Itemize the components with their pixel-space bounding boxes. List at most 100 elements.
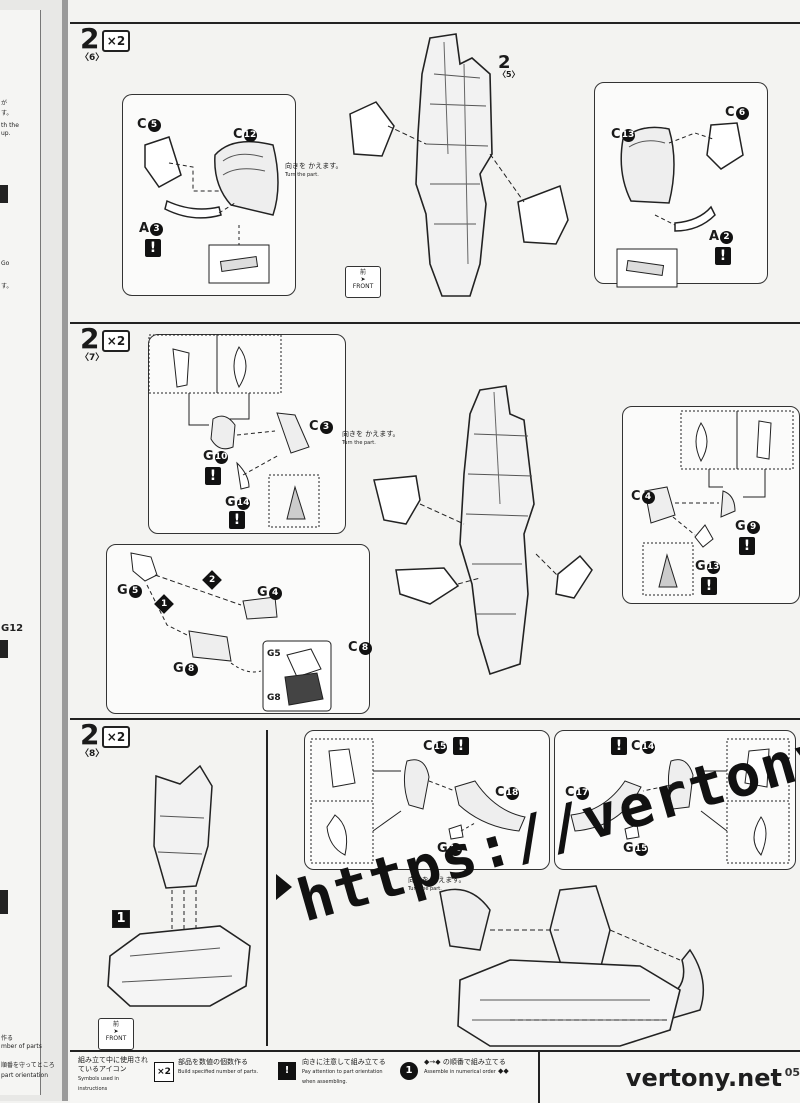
turn-note-en: Turn the part. (342, 440, 376, 446)
part-number: 15 (634, 843, 648, 856)
part-letter: A (139, 221, 150, 236)
part-label-c18: C18 (495, 785, 519, 800)
part-letter: C (233, 127, 243, 142)
legend-warn-en: Pay attention to part orientation when a… (302, 1069, 383, 1085)
legend-title-en: Symbols used in instructions (78, 1076, 119, 1092)
part-number: 16 (448, 843, 462, 856)
gutter-part-label: G12 (1, 623, 24, 634)
orientation-warning-icon: ! (229, 511, 245, 529)
front-indicator: 前➤FRONT (98, 1018, 134, 1050)
part-letter: G (257, 585, 268, 600)
small-label-g8: G8 (267, 693, 281, 703)
turn-note-jp: 向きを かえます。 (285, 162, 343, 170)
part-label-g10: G10 (203, 449, 228, 464)
part-number: 5 (128, 585, 142, 598)
brand-watermark: vertony.net (625, 1064, 782, 1092)
part-letter: C (309, 419, 319, 434)
legend-warn-jp: 向きに注意して組み立てる (302, 1058, 386, 1066)
turn-note-jp: 向きを かえます。 (408, 876, 466, 884)
part-label-c12: C12 (233, 127, 257, 142)
legend-x2-en: Build specified number of parts. (178, 1069, 259, 1075)
part-letter: G (203, 449, 214, 464)
front-indicator: 前➤FRONT (345, 266, 381, 298)
turn-note-en: Turn the part. (285, 172, 319, 178)
part-letter: C (348, 640, 358, 655)
gutter-text: th the (1, 122, 19, 129)
next-arrow-icon (276, 874, 292, 900)
part-number: 3 (319, 421, 333, 434)
part-letter: G (735, 519, 746, 534)
part-number: 17 (575, 787, 589, 800)
front-jp: 前 (359, 269, 366, 276)
turn-note-en: Turn the part. (408, 886, 442, 892)
step-sub-number: 〈8〉 (80, 749, 105, 759)
part-number: 14 (236, 497, 250, 510)
footer-divider (538, 1052, 540, 1103)
assembly-order-icon: 1 (400, 1062, 418, 1080)
step-number-value: 2 (80, 22, 100, 55)
turn-part-note: 向きを かえます。 Turn the part. (408, 876, 466, 893)
part-letter: C (725, 105, 735, 120)
legend-order-jp: の順番で組み立てる (442, 1058, 506, 1066)
part-letter: G (695, 559, 706, 574)
build-count-badge: ×2 (102, 330, 130, 352)
part-letter: C (137, 117, 147, 132)
legend-title-jp: 組み立て中に使用されているアイコン (78, 1056, 148, 1073)
right-detail-drawing (570, 738, 790, 864)
build-count-badge: ×2 (102, 30, 130, 52)
legend-orientation: 向きに注意して組み立てる Pay attention to part orient… (302, 1058, 394, 1087)
part-label-c13: C13 (611, 127, 635, 142)
legend-title: 組み立て中に使用されているアイコン Symbols used in instruc… (78, 1056, 148, 1094)
part-number: 13 (706, 561, 720, 574)
part-number: 2 (720, 231, 734, 244)
ref-step-sub: 〈5〉 (498, 70, 520, 79)
part-group-label-1: 1 (112, 910, 130, 928)
part-label-g13: G13 (695, 559, 720, 574)
part-number: 4 (268, 587, 282, 600)
part-number: 4 (641, 491, 655, 504)
previous-page-strip (0, 10, 41, 1095)
gutter-text: Go (1, 260, 10, 267)
part-letter: C (631, 739, 641, 754)
bottom-left-detail-drawing (130, 552, 332, 712)
part-number: 10 (214, 451, 228, 464)
gutter-text: up. (1, 130, 11, 137)
part-letter: C (423, 739, 433, 754)
part-number: 3 (150, 223, 164, 236)
turn-part-note: 向きを かえます。 Turn the part. (285, 162, 343, 179)
gutter-text: が (1, 100, 8, 107)
step-number-value: 2 (80, 322, 100, 355)
gutter-text: mber of parts (1, 1043, 42, 1050)
orientation-warning-icon: ! (739, 537, 755, 555)
step-number-value: 2 (80, 718, 100, 751)
part-letter: G (623, 841, 634, 856)
right-detail-drawing (616, 122, 744, 288)
part-letter: G (117, 583, 128, 598)
step-number: 2 ×2 〈8〉 (78, 718, 132, 759)
part-letter: G (437, 841, 448, 856)
orientation-warning-icon: ! (205, 467, 221, 485)
orientation-warning-icon: ! (715, 247, 731, 265)
part-label-g15: G15 (623, 841, 648, 856)
small-label-g5: G5 (267, 649, 281, 659)
right-detail-box: ! C14 C17 G15 (554, 730, 796, 870)
top-left-detail-drawing (148, 334, 320, 528)
part-letter: C (565, 785, 575, 800)
gutter-text: 作る (1, 1035, 14, 1042)
part-letter: C (631, 489, 641, 504)
part-letter: A (709, 229, 720, 244)
part-number: 18 (505, 787, 519, 800)
orientation-warning-icon: ! (701, 577, 717, 595)
